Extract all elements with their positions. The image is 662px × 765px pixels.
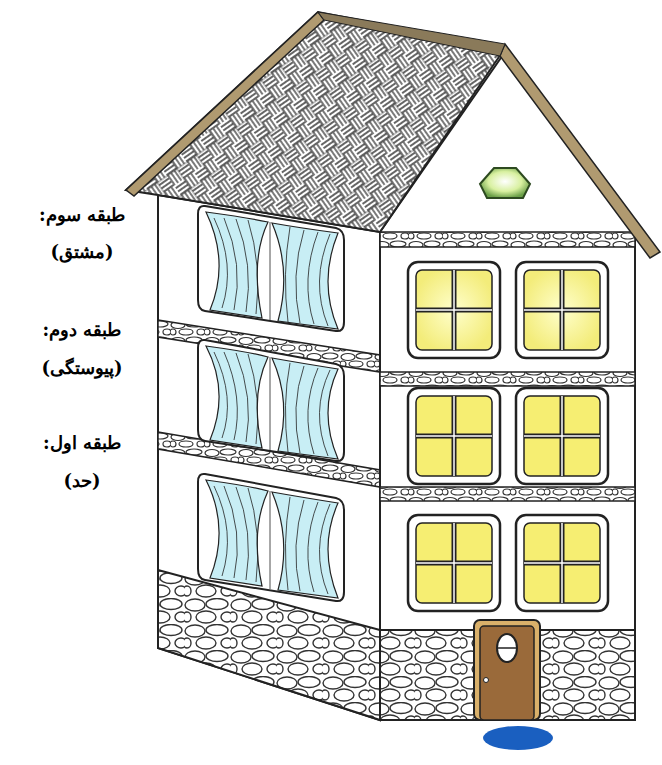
floor-label: طبقه دوم:: [43, 319, 122, 341]
floor-label: طبقه اول:: [43, 432, 121, 454]
floor-topic: (مشتق): [50, 241, 113, 263]
floor-topic: (پیوستگی): [41, 357, 122, 379]
floor-label: طبقه سوم:: [39, 204, 125, 226]
floor-topic: (حد): [63, 470, 100, 492]
